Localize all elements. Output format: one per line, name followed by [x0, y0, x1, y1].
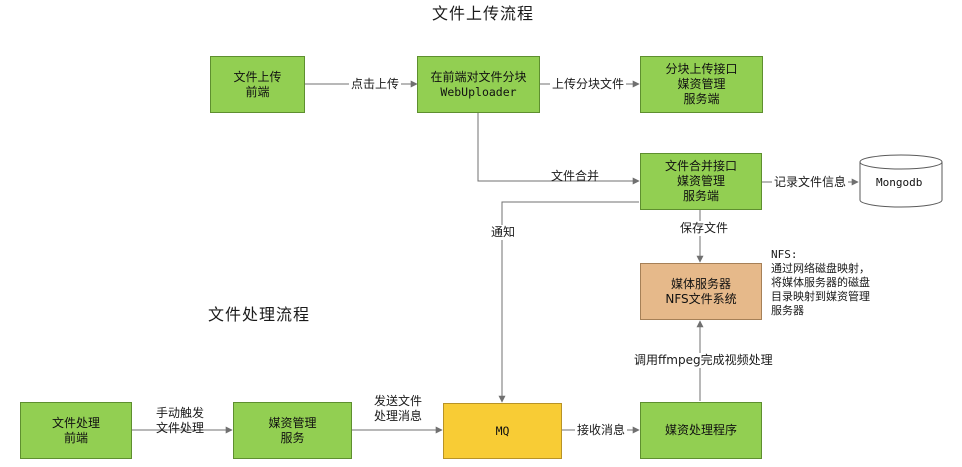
- arrow-merge-api-to-mq: [498, 201, 639, 403]
- edge-label-manual-trigger: 手动触发 文件处理: [156, 406, 204, 436]
- arrow-webuploader-to-merge-api: [477, 113, 640, 185]
- node-label-line: 文件上传: [233, 69, 282, 84]
- upload-flow-title: 文件上传流程: [432, 4, 535, 23]
- chunk-upload-api-node: 分块上传接口 媒资管理 服务端: [640, 56, 763, 113]
- edge-label-merge-file: 文件合并: [551, 169, 600, 183]
- node-label-line: 服务端: [683, 92, 720, 106]
- node-label-line: 分块上传接口: [665, 62, 738, 76]
- edge-label-record-file-info: 记录文件信息: [772, 175, 849, 190]
- processing-frontend-node: 文件处理 前端: [20, 402, 132, 459]
- edge-label-line: 文件处理: [156, 421, 205, 435]
- node-label-line: 前端: [63, 430, 88, 445]
- nfs-note-body: 通过网络磁盘映射，将媒体服务器的磁盘目录映射到媒资管理服务器: [771, 262, 870, 317]
- node-label-line: 媒资处理程序: [664, 423, 737, 437]
- node-label-line: 在前端对文件分块: [430, 69, 527, 84]
- node-label-line: WebUploader: [440, 84, 517, 99]
- node-label-line: 服务: [280, 430, 305, 445]
- edge-label-save-file: 保存文件: [678, 221, 731, 236]
- edge-label-send-message: 发送文件 处理消息: [374, 394, 422, 424]
- node-label-line: 媒资管理: [677, 77, 726, 91]
- node-label-line: 文件处理: [51, 415, 100, 430]
- merge-api-node: 文件合并接口 媒资管理 服务端: [640, 153, 762, 210]
- edge-label-line: 处理消息: [374, 409, 423, 423]
- mongodb-label: Mongodb: [876, 176, 923, 189]
- media-server-node: 媒体服务器 NFS文件系统: [640, 263, 762, 320]
- node-label-line: 文件合并接口: [664, 159, 737, 173]
- media-processor-node: 媒资处理程序: [640, 402, 762, 459]
- edge-label-line: 发送文件: [374, 394, 423, 408]
- node-label-line: 媒资管理: [268, 415, 317, 430]
- node-label-line: MQ: [495, 423, 510, 438]
- processing-flow-title: 文件处理流程: [208, 305, 311, 324]
- upload-frontend-node: 文件上传 前端: [210, 56, 305, 113]
- edge-label-click-upload: 点击上传: [349, 77, 402, 92]
- node-label-line: NFS文件系统: [665, 291, 737, 306]
- node-label-line: 前端: [245, 84, 270, 99]
- nfs-note: NFS: 通过网络磁盘映射，将媒体服务器的磁盘目录映射到媒资管理服务器: [771, 248, 875, 318]
- edge-label-notify: 通知: [489, 225, 518, 240]
- mongodb-cylinder: [859, 154, 943, 208]
- mq-node: MQ: [443, 403, 562, 459]
- edge-label-ffmpeg: 调用ffmpeg完成视频处理: [632, 353, 775, 368]
- node-label-line: 媒体服务器: [670, 276, 731, 291]
- node-label-line: 媒资管理: [676, 174, 725, 188]
- node-label-line: 服务端: [682, 189, 719, 203]
- media-management-service-node: 媒资管理 服务: [233, 402, 352, 459]
- edge-label-line: 手动触发: [156, 406, 205, 420]
- nfs-note-heading: NFS:: [771, 248, 798, 261]
- edge-label-upload-chunk: 上传分块文件: [550, 77, 627, 92]
- edge-label-receive-message: 接收消息: [575, 423, 628, 438]
- webuploader-node: 在前端对文件分块 WebUploader: [417, 56, 540, 113]
